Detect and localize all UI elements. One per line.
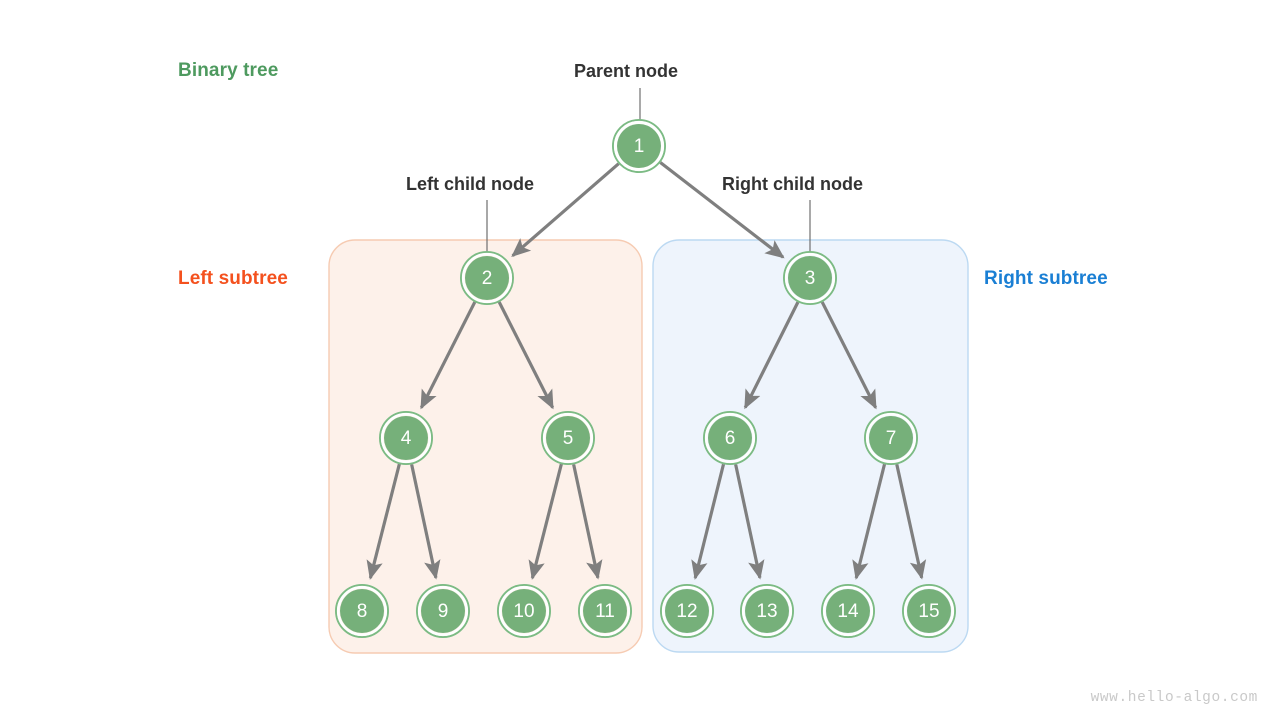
tree-node-6: 6 xyxy=(703,411,757,465)
tree-node-label: 1 xyxy=(634,136,645,157)
tree-node-11: 11 xyxy=(578,584,632,638)
tree-node-label: 12 xyxy=(676,601,697,622)
subtree-panels xyxy=(328,239,969,654)
right-subtree-label: Right subtree xyxy=(984,268,1108,289)
tree-edge xyxy=(734,464,765,580)
tree-edge xyxy=(511,162,620,257)
tree-node-label: 14 xyxy=(837,601,859,622)
tree-edge xyxy=(895,464,927,580)
tree-node-label: 2 xyxy=(482,268,493,289)
tree-edge xyxy=(410,464,441,580)
page-title: Binary tree xyxy=(178,60,279,81)
tree-node-13: 13 xyxy=(740,584,794,638)
tree-node-label: 15 xyxy=(918,601,939,622)
tree-node-label: 11 xyxy=(595,601,615,622)
tree-node-7: 7 xyxy=(864,411,918,465)
tree-node-label: 13 xyxy=(756,601,777,622)
tree-edge xyxy=(572,464,603,580)
parent-node-label: Parent node xyxy=(574,61,679,81)
left-subtree-panel xyxy=(328,239,643,654)
tree-node-label: 3 xyxy=(805,268,816,289)
tree-edge xyxy=(497,301,555,410)
tree-node-label: 4 xyxy=(401,428,412,449)
tree-node-2: 2 xyxy=(460,251,514,305)
tree-edge xyxy=(528,463,563,580)
tree-edge xyxy=(820,301,878,410)
tree-node-label: 8 xyxy=(357,601,368,622)
tree-edge xyxy=(743,301,800,410)
tree-node-15: 15 xyxy=(902,584,956,638)
tree-node-label: 9 xyxy=(438,601,449,622)
callout-leader-lines xyxy=(486,88,811,252)
tree-node-14: 14 xyxy=(821,584,875,638)
tree-node-1: 1 xyxy=(612,119,666,173)
tree-node-label: 5 xyxy=(563,428,574,449)
left-child-node-label: Left child node xyxy=(406,174,534,194)
tree-node-8: 8 xyxy=(335,584,389,638)
tree-node-5: 5 xyxy=(541,411,595,465)
tree-node-3: 3 xyxy=(783,251,837,305)
tree-node-label: 7 xyxy=(886,428,897,449)
tree-node-label: 6 xyxy=(725,428,736,449)
watermark: www.hello-algo.com xyxy=(1090,690,1258,706)
tree-node-10: 10 xyxy=(497,584,551,638)
tree-edge xyxy=(691,463,726,580)
tree-node-4: 4 xyxy=(379,411,433,465)
right-child-node-label: Right child node xyxy=(722,174,863,194)
tree-node-label: 10 xyxy=(513,601,534,622)
tree-edge xyxy=(419,301,477,410)
tree-edge xyxy=(659,161,785,259)
tree-edges xyxy=(366,161,927,580)
tree-node-9: 9 xyxy=(416,584,470,638)
tree-edge xyxy=(852,463,887,580)
tree-node-12: 12 xyxy=(660,584,714,638)
tree-edge xyxy=(366,463,401,580)
left-subtree-label: Left subtree xyxy=(178,268,288,289)
